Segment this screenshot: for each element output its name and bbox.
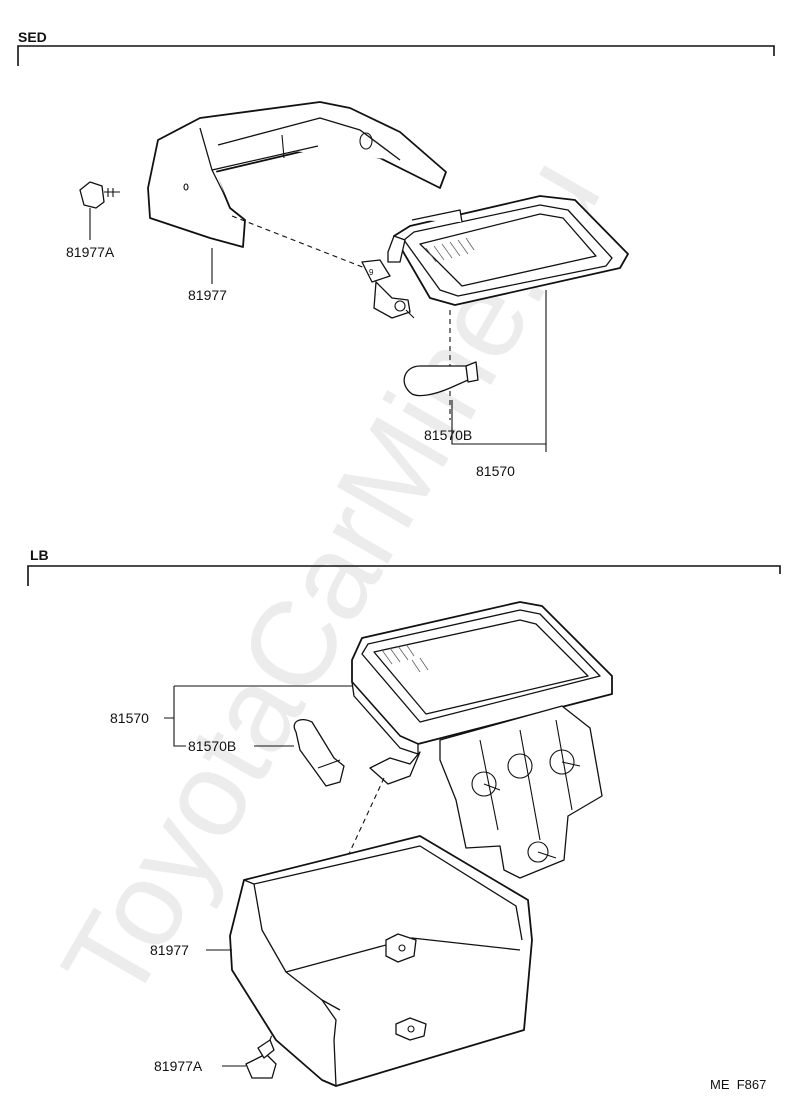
svg-text:9: 9 xyxy=(369,268,374,277)
label-sed-cover: 81977 xyxy=(188,287,227,303)
section-sed: SED xyxy=(17,29,775,479)
figure-code: ME F867 xyxy=(710,1077,766,1092)
lb-lamp-shape xyxy=(351,601,613,879)
lb-clip-shape xyxy=(245,1039,277,1079)
label-sed-clip: 81977A xyxy=(66,244,115,260)
section-lb: LB xyxy=(27,547,781,1087)
label-sed-bulb: 81570B xyxy=(424,427,472,443)
section-bracket-sed xyxy=(17,45,775,66)
label-sed-lamp: 81570 xyxy=(476,463,515,479)
sed-bulb-shape xyxy=(403,290,547,452)
lb-lamp-leader xyxy=(164,685,352,747)
section-bracket-lb xyxy=(27,565,781,586)
label-lb-bulb: 81570B xyxy=(188,738,236,754)
section-title-sed: SED xyxy=(18,29,47,45)
section-title-lb: LB xyxy=(30,547,49,563)
sed-clip-shape xyxy=(79,181,120,240)
sed-cover-shape xyxy=(147,101,447,248)
label-lb-lamp: 81570 xyxy=(110,710,149,726)
lb-cover-shape xyxy=(229,835,533,1087)
sed-lamp-shape: 9 xyxy=(361,195,629,319)
sed-alignment-line xyxy=(231,215,371,271)
label-lb-cover: 81977 xyxy=(150,942,189,958)
lb-bulb-shape xyxy=(293,718,345,787)
label-lb-clip: 81977A xyxy=(154,1058,203,1074)
